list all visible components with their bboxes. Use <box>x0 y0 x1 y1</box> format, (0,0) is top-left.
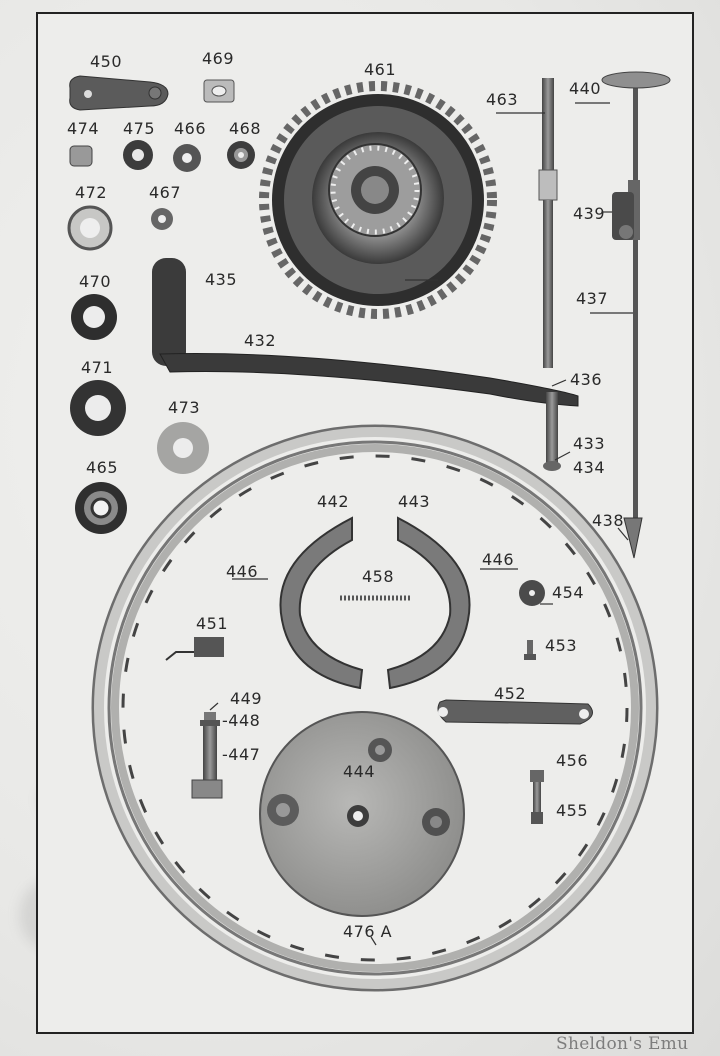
label-444: 444 <box>343 762 376 781</box>
label-473: 473 <box>168 398 201 417</box>
label-453: 453 <box>545 636 578 655</box>
label-470: 470 <box>79 272 112 291</box>
label-450: 450 <box>90 52 123 71</box>
label-433: 433 <box>573 434 606 453</box>
label-458: 458 <box>362 567 395 586</box>
label-438: 438 <box>592 511 625 530</box>
label-437: 437 <box>576 289 609 308</box>
label-449: 449 <box>230 689 263 708</box>
part-444-brake-plate <box>259 711 465 917</box>
label-469: 469 <box>202 49 235 68</box>
label-456: 456 <box>556 751 589 770</box>
label-463: 463 <box>486 90 519 109</box>
part-432-crank <box>159 353 579 407</box>
label-440: 440 <box>569 79 602 98</box>
label-465: 465 <box>86 458 119 477</box>
part-443-shoe <box>386 516 471 690</box>
part-450-lever <box>69 75 169 111</box>
part-463-spindle <box>542 78 554 170</box>
part-452-link <box>437 699 593 725</box>
label-472: 472 <box>75 183 108 202</box>
label-451: 451 <box>196 614 229 633</box>
part-474-nut <box>69 145 93 167</box>
label-446-right: 446 <box>482 550 515 569</box>
label-434: 434 <box>573 458 606 477</box>
label-474: 474 <box>67 119 100 138</box>
watermark: Sheldon's Emu <box>556 1034 689 1054</box>
label-443: 443 <box>398 492 431 511</box>
label-468: 468 <box>229 119 262 138</box>
label-435: 435 <box>205 270 238 289</box>
label-446-left: 446 <box>226 562 259 581</box>
label-471: 471 <box>81 358 114 377</box>
label-454: 454 <box>552 583 585 602</box>
part-442-shoe <box>279 516 364 690</box>
label-448: -448 <box>222 711 261 730</box>
label-436: 436 <box>570 370 603 389</box>
label-439: 439 <box>573 204 606 223</box>
label-432: 432 <box>244 331 277 350</box>
label-467: 467 <box>149 183 182 202</box>
part-476A-rim <box>91 424 659 992</box>
label-442: 442 <box>317 492 350 511</box>
label-455: 455 <box>556 801 589 820</box>
part-435-rubber <box>152 258 186 366</box>
part-437-brake-rod <box>633 72 638 532</box>
label-466: 466 <box>174 119 207 138</box>
label-475: 475 <box>123 119 156 138</box>
label-447: -447 <box>222 745 261 764</box>
part-461-sprocket-hub <box>259 81 497 319</box>
label-452: 452 <box>494 684 527 703</box>
label-461: 461 <box>364 60 397 79</box>
label-476A: 476 A <box>343 922 393 941</box>
